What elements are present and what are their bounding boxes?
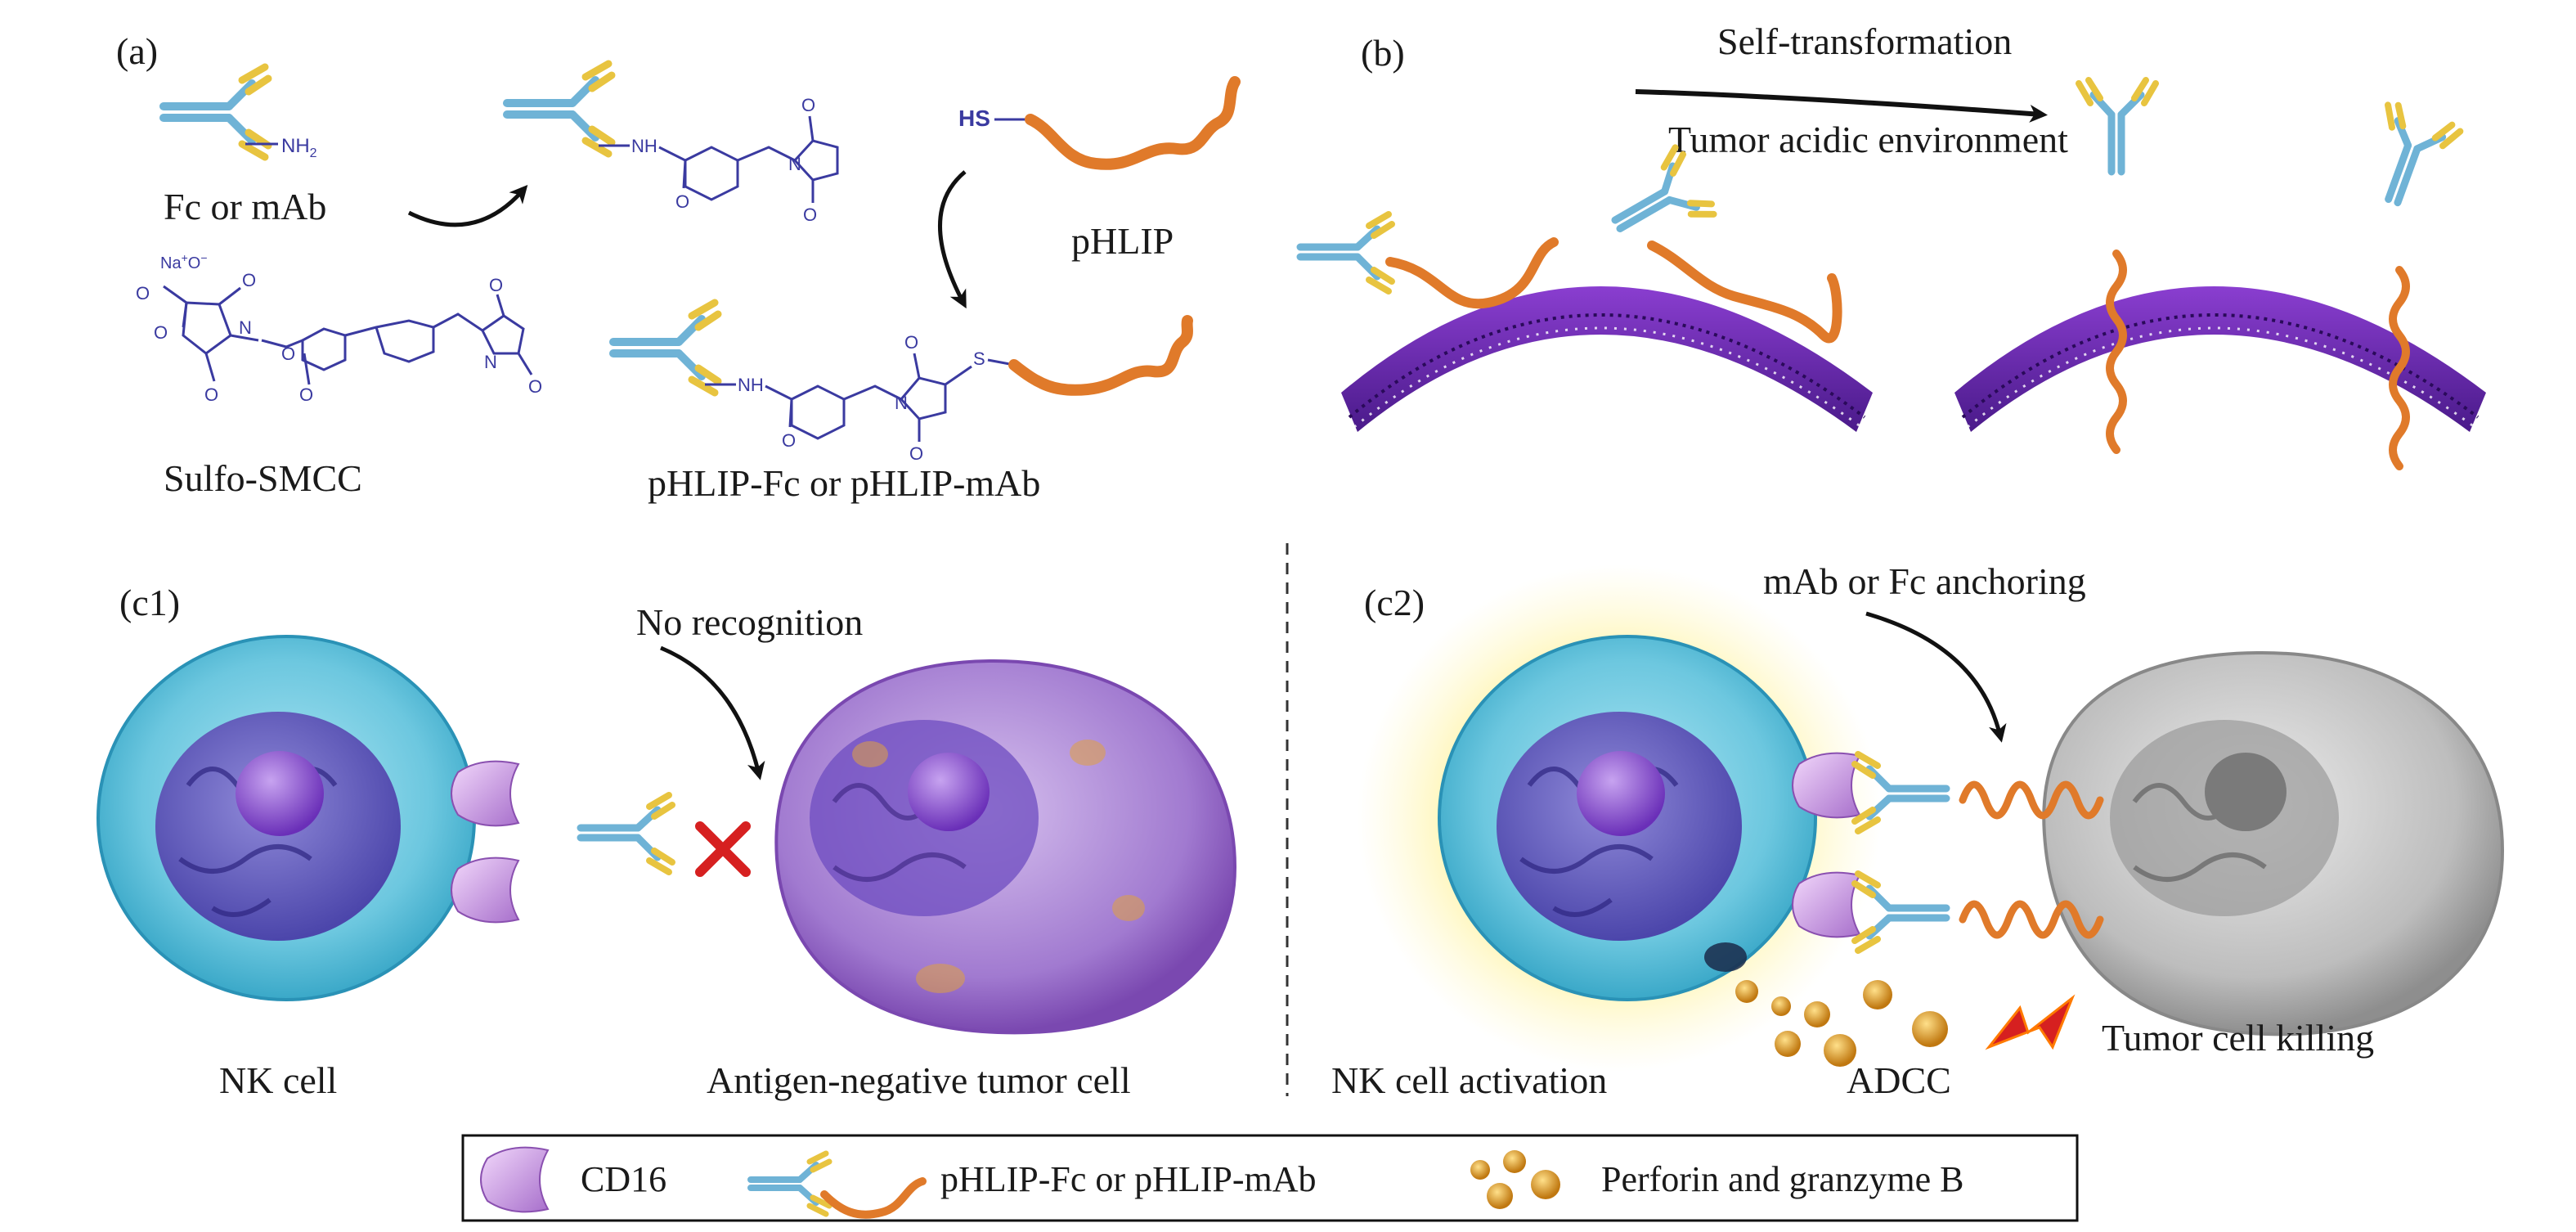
panel-a: (a) NH2 Fc or mAb Na+O− O O O O N O: [116, 30, 1241, 504]
antibody-icon: [1851, 870, 1950, 954]
legend-box: [461, 1134, 2079, 1222]
phlip-peptide: [1025, 76, 1241, 170]
n-label: N: [239, 317, 252, 338]
o-label: O: [204, 384, 218, 405]
anchoring-arrow: [1865, 611, 2007, 743]
n-label: N: [788, 154, 801, 174]
antigen-negative-label: Antigen-negative tumor cell: [707, 1059, 1131, 1101]
antibody-icon: [2385, 101, 2464, 207]
adcc-label: ADCC: [1847, 1059, 1951, 1101]
n-label: N: [895, 393, 908, 413]
cross-icon: [695, 821, 751, 877]
nh2-label: NH2: [281, 135, 317, 160]
membrane-right: [1954, 286, 2486, 432]
na-label: Na+O−: [160, 251, 208, 272]
cd16-receptor: [451, 857, 520, 924]
lightning-icon: [1985, 994, 2076, 1050]
nk-cell-activated: [1438, 635, 1817, 1001]
tumor-cell-purple: [774, 659, 1237, 1035]
reaction-arrow: [407, 185, 528, 227]
panel-c2-tag: (c2): [1364, 582, 1425, 623]
panel-b: (b) Self-transformation Tumor acidic env…: [1296, 20, 2486, 470]
nh-label: NH: [631, 136, 657, 156]
transformation-arrow: [1635, 89, 2048, 123]
o-label: O: [909, 443, 923, 464]
phlip-helix: [2389, 266, 2410, 470]
tumor-acidic-label: Tumor acidic environment: [1668, 119, 2068, 160]
anchoring-label: mAb or Fc anchoring: [1763, 560, 2086, 602]
legend-perforin: Perforin and granzyme B: [1601, 1159, 1964, 1199]
antibody-icon: [609, 299, 722, 397]
o-label: O: [782, 430, 796, 451]
o-label: O: [801, 95, 815, 115]
panel-c1-tag: (c1): [119, 582, 180, 623]
self-transformation-label: Self-transformation: [1717, 20, 2012, 62]
legend-conjugate: pHLIP-Fc or pHLIP-mAb: [940, 1159, 1317, 1199]
tumor-cell-gray: [2042, 650, 2505, 1036]
recognition-arrow: [660, 645, 765, 780]
panel-b-tag: (b): [1361, 32, 1405, 74]
panel-c1: (c1) No recognition: [96, 582, 1237, 1101]
o-label: O: [675, 191, 689, 212]
antibody-icon: [1611, 144, 1717, 232]
nk-cell-label: NK cell: [219, 1059, 337, 1101]
panel-a-tag: (a): [116, 30, 158, 72]
cd16-legend-icon: [480, 1146, 550, 1213]
o-label: O: [528, 376, 542, 397]
legend-cd16: CD16: [581, 1159, 666, 1199]
cd16-receptor: [1792, 752, 1861, 819]
product-structure: NH O N O O S: [705, 332, 1015, 464]
intermediate-structure: NH O N O O: [599, 95, 839, 225]
conjugate-legend-icon: [747, 1150, 927, 1219]
n-label: N: [484, 352, 497, 372]
cd16-receptor: [1792, 871, 1861, 938]
o-label: O: [154, 322, 168, 343]
fc-or-mab-label: Fc or mAb: [164, 186, 326, 227]
hs-label: HS: [958, 106, 990, 131]
phlip-helix: [2106, 250, 2127, 454]
phlip-peptide: [1647, 241, 1842, 344]
granule-legend-icon: [1470, 1150, 1560, 1209]
antibody-icon: [1296, 211, 1395, 295]
nk-cell: [96, 635, 476, 1001]
killing-label: Tumor cell killing: [2102, 1017, 2374, 1059]
phlip-helix: [1959, 900, 2104, 939]
o-label: O: [242, 270, 256, 290]
nucleolus: [236, 751, 324, 836]
o-label: O: [299, 384, 313, 405]
antibody-icon: [1851, 751, 1950, 834]
phlip-label: pHLIP: [1071, 220, 1174, 262]
phlip-peptide: [1008, 315, 1193, 396]
legend: CD16 pHLIP-Fc or pHLIP-mAb Perforin and …: [461, 1134, 2079, 1222]
product-label: pHLIP-Fc or pHLIP-mAb: [648, 462, 1040, 504]
o-label: O: [489, 275, 503, 295]
o-label: O: [803, 205, 817, 225]
o-label: O: [904, 332, 918, 353]
reaction-arrow: [938, 170, 967, 309]
s-label: S: [973, 348, 985, 369]
panel-c2: (c2) mAb or Fc anchoring: [1331, 560, 2505, 1101]
o-label: O: [281, 344, 295, 364]
antibody-icon: [159, 63, 272, 161]
phlip-helix: [1959, 780, 2104, 820]
phlip-peptide: [1385, 237, 1559, 309]
nh-label: NH: [738, 375, 764, 395]
antibody-icon: [2076, 77, 2159, 176]
membrane-left: [1341, 286, 1873, 432]
antibody-icon: [577, 792, 675, 875]
no-recognition-label: No recognition: [636, 601, 863, 643]
o-label: O: [136, 283, 150, 304]
perforin-granules: [1735, 980, 1948, 1067]
cd16-receptor: [451, 760, 520, 827]
nk-activation-label: NK cell activation: [1331, 1059, 1607, 1101]
antibody-icon: [503, 60, 616, 158]
sulfo-smcc-structure: Na+O− O O O O N O O N O O: [136, 251, 542, 405]
sulfo-smcc-label: Sulfo-SMCC: [164, 457, 362, 499]
